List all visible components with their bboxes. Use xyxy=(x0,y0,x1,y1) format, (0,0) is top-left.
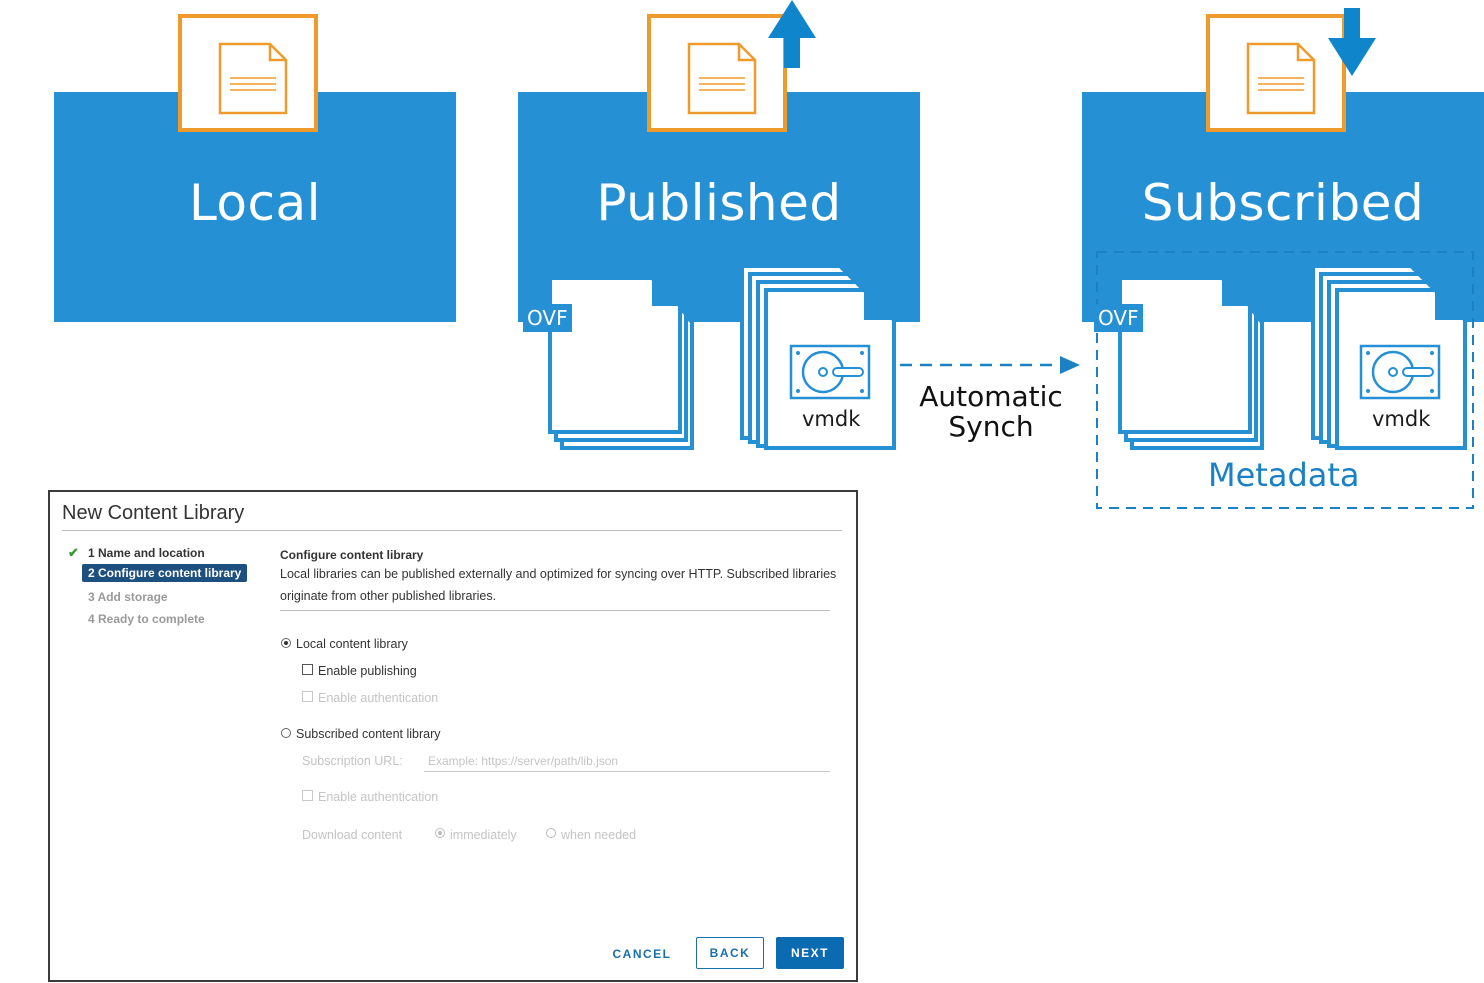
section-description: Local libraries can be published externa… xyxy=(280,567,837,603)
subscribed-library-radio[interactable] xyxy=(281,728,291,738)
ovf-file-stack xyxy=(1118,276,1264,450)
download-when-needed-radio[interactable] xyxy=(546,828,556,838)
hard-disk-icon xyxy=(789,344,871,400)
subscription-url-label: Subscription URL: xyxy=(302,754,403,768)
section-title: Configure content library xyxy=(280,548,424,562)
upload-arrow-icon xyxy=(768,0,816,68)
ovf-file-stack xyxy=(548,276,694,450)
sub-enable-authentication-label: Enable authentication xyxy=(318,790,439,804)
published-library-title: Published xyxy=(596,174,842,232)
subscribed-library-title: Subscribed xyxy=(1141,174,1425,232)
enable-publishing-label: Enable publishing xyxy=(318,664,417,678)
check-icon: ✔ xyxy=(68,545,79,560)
enable-authentication-checkbox[interactable] xyxy=(302,691,313,702)
cancel-button[interactable]: CANCEL xyxy=(612,947,672,961)
document-icon xyxy=(218,42,288,115)
sync-label-line1: Automatic xyxy=(919,380,1063,413)
step-add-storage: 3 Add storage xyxy=(88,590,168,604)
download-immediately-radio[interactable] xyxy=(435,828,445,838)
download-when-needed-label: when needed xyxy=(561,828,637,842)
step-name-and-location[interactable]: 1 Name and location xyxy=(88,546,205,560)
new-content-library-dialog: New Content Library ✔ 1 Name and locatio… xyxy=(48,490,858,982)
published-document-box xyxy=(647,14,787,132)
subscription-url-input[interactable] xyxy=(424,750,830,772)
local-library-label: Local content library xyxy=(296,637,408,651)
subscribed-library-label: Subscribed content library xyxy=(296,727,441,741)
download-immediately-label: immediately xyxy=(450,828,517,842)
enable-publishing-checkbox[interactable] xyxy=(302,664,313,675)
document-icon xyxy=(687,42,757,115)
local-document-box xyxy=(178,14,318,132)
metadata-label: Metadata xyxy=(1208,456,1360,494)
download-arrow-icon xyxy=(1328,8,1376,76)
step-ready-to-complete: 4 Ready to complete xyxy=(88,612,205,626)
sync-arrow-icon xyxy=(900,356,1080,374)
dialog-title: New Content Library xyxy=(62,502,245,524)
sync-label-line2: Synch xyxy=(948,410,1034,443)
metadata-region xyxy=(1096,251,1474,509)
document-icon xyxy=(1246,42,1316,115)
section-divider xyxy=(280,610,830,611)
ovf-tag: OVF xyxy=(523,304,572,332)
local-library-radio[interactable] xyxy=(281,638,291,648)
automatic-synch-label: Automatic Synch xyxy=(916,382,1066,442)
subscribed-document-box xyxy=(1206,14,1346,132)
enable-authentication-label: Enable authentication xyxy=(318,691,439,705)
local-library-title: Local xyxy=(188,174,322,232)
ovf-tag: OVF xyxy=(1094,304,1143,332)
title-divider xyxy=(62,530,842,531)
vmdk-label: vmdk xyxy=(1372,407,1431,431)
next-button[interactable]: NEXT xyxy=(776,937,844,969)
sub-enable-authentication-checkbox[interactable] xyxy=(302,790,313,801)
download-content-label: Download content xyxy=(302,828,403,842)
hard-disk-icon xyxy=(1359,344,1441,400)
step-configure-content-library[interactable]: 2 Configure content library xyxy=(82,564,248,582)
vmdk-label: vmdk xyxy=(802,407,861,431)
back-button[interactable]: BACK xyxy=(696,937,764,969)
